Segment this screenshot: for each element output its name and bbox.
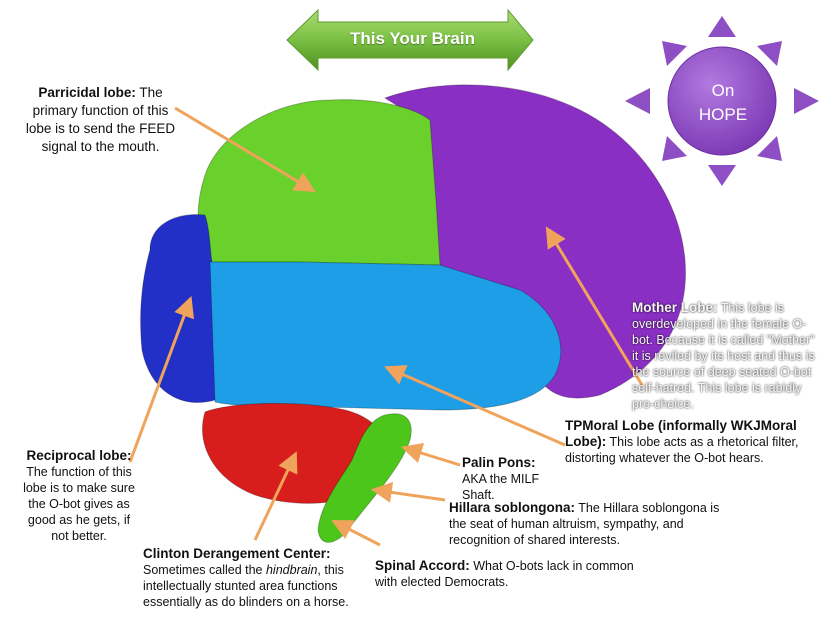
label-clinton-body-post: , this intellectually stunted area funct… <box>143 563 349 609</box>
label-clinton-body-em: hindbrain <box>265 563 318 577</box>
leader-arrows <box>128 106 644 547</box>
label-mother-body: This lobe is overdeveloped in the female… <box>632 301 815 411</box>
badge-text: On HOPE <box>668 79 778 127</box>
arrow-spinal <box>331 520 381 547</box>
label-tpmoral-title: TPMoral Lobe (informally WKJMoral Lobe): <box>565 418 797 449</box>
badge-sun <box>625 16 819 186</box>
label-parricidal-body: The primary function of this lobe is to … <box>25 85 176 154</box>
arrow-palin <box>400 442 461 467</box>
arrow-clinton <box>253 451 298 541</box>
label-tpmoral: TPMoral Lobe (informally WKJMoral Lobe):… <box>565 418 815 466</box>
arrow-tpmoral <box>384 365 566 447</box>
badge-line-1: On <box>711 81 735 100</box>
label-palin-body: AKA the MILF Shaft. <box>462 472 540 502</box>
label-spinal: Spinal Accord: What O-bots lack in commo… <box>375 558 650 590</box>
banner-title: This Your Brain <box>349 29 475 48</box>
label-spinal-body: What O-bots lack in common with elected … <box>375 559 634 589</box>
label-parricidal-title: Parricidal lobe: <box>38 85 136 100</box>
label-spinal-title: Spinal Accord: <box>375 558 470 573</box>
label-hillara-title: Hillara soblongona: <box>449 500 576 515</box>
frontal-lobe <box>197 99 441 266</box>
label-mother: Mother Lobe: This lobe is overdeveloped … <box>632 300 822 412</box>
label-reciprocal-title: Reciprocal lobe: <box>26 448 132 463</box>
badge-line-2: HOPE <box>698 105 748 124</box>
label-mother-title: Mother Lobe: <box>632 300 718 315</box>
banner-arrow <box>286 8 534 72</box>
label-clinton: Clinton Derangement Center: Sometimes ca… <box>143 546 361 610</box>
brain <box>140 84 687 543</box>
arrow-hillara <box>370 481 446 503</box>
arrow-mother <box>545 226 644 386</box>
label-hillara: Hillara soblongona: The Hillara soblongo… <box>449 500 734 548</box>
label-clinton-body: Sometimes called the hindbrain, this int… <box>143 562 361 610</box>
parietal-lobe <box>383 84 687 399</box>
label-tpmoral-body: This lobe acts as a rhetorical filter, d… <box>565 435 799 465</box>
label-clinton-title: Clinton Derangement Center: <box>143 546 331 561</box>
label-hillara-body: The Hillara soblongona is the seat of hu… <box>449 501 720 547</box>
arrow-parricidal <box>174 106 316 193</box>
label-palin: Palin Pons: AKA the MILF Shaft. <box>462 455 572 503</box>
label-palin-title: Palin Pons: <box>462 455 536 470</box>
label-parricidal: Parricidal lobe: The primary function of… <box>18 84 183 156</box>
label-reciprocal: Reciprocal lobe: The function of this lo… <box>20 448 138 544</box>
label-clinton-body-pre: Sometimes called the <box>143 563 266 577</box>
occipital-lobe <box>140 214 216 404</box>
brainstem <box>317 413 412 543</box>
label-reciprocal-body: The function of this lobe is to make sur… <box>23 465 135 543</box>
arrow-reciprocal <box>128 296 195 463</box>
